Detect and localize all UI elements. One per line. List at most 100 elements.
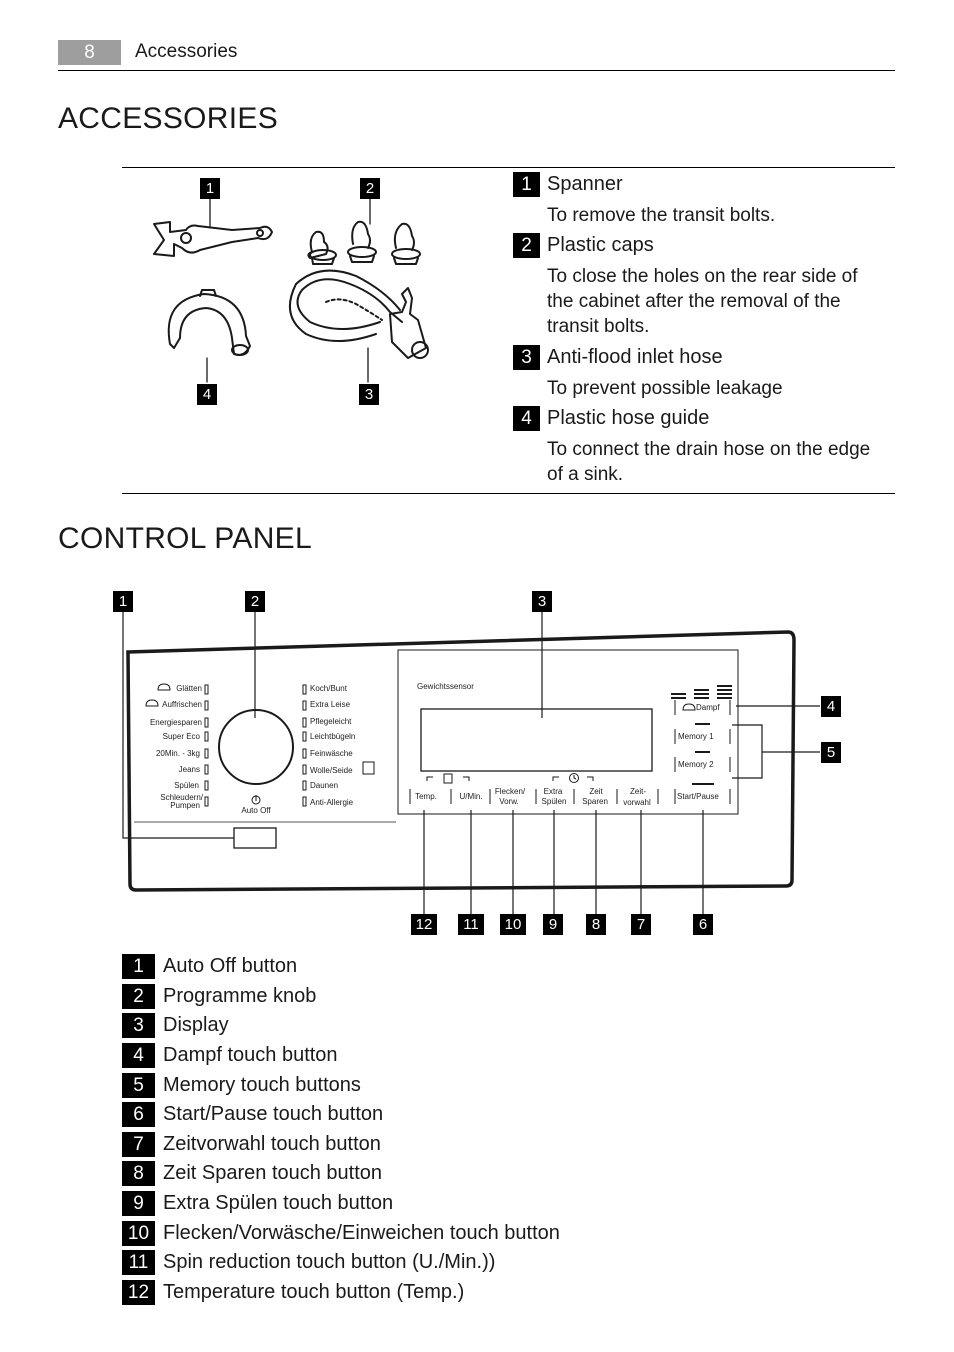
legend-row: 7 Zeitvorwahl touch button bbox=[122, 1130, 560, 1160]
programme-label: Super Eco bbox=[163, 732, 201, 741]
stain-button-label-2[interactable]: Vorw. bbox=[499, 797, 519, 806]
accessory-description: To close the holes on the rear side of t… bbox=[547, 266, 858, 337]
legend-label: Flecken/Vorwäsche/Einweichen touch butto… bbox=[163, 1221, 560, 1244]
control-panel-heading: CONTROL PANEL bbox=[58, 522, 312, 555]
accessory-number: 2 bbox=[513, 233, 540, 258]
legend-number: 3 bbox=[122, 1013, 155, 1039]
legend-label: Temperature touch button (Temp.) bbox=[163, 1280, 465, 1303]
legend-row: 4 Dampf touch button bbox=[122, 1041, 560, 1071]
legend-number: 4 bbox=[122, 1043, 155, 1069]
hose-guide-icon bbox=[167, 289, 251, 356]
temp-button-label[interactable]: Temp. bbox=[415, 792, 437, 801]
accessories-bottom-rule bbox=[122, 493, 895, 494]
time-save-button-label-2[interactable]: Sparen bbox=[582, 797, 608, 806]
legend-row: 3 Display bbox=[122, 1011, 560, 1041]
header-rule bbox=[58, 70, 895, 71]
control-panel-diagram: Auto Off Glätten Auffrischen Energiespar… bbox=[122, 612, 820, 914]
delay-start-button-label[interactable]: Zeit- bbox=[630, 787, 646, 796]
programme-label: Daunen bbox=[310, 781, 338, 790]
legend-label: Extra Spülen touch button bbox=[163, 1192, 394, 1215]
programme-label: Auffrischen bbox=[162, 700, 202, 709]
delay-start-button-label-2[interactable]: vorwahl bbox=[623, 798, 651, 807]
programme-label: Leichtbügeln bbox=[310, 732, 355, 741]
panel-callout-6: 6 bbox=[693, 914, 713, 935]
auto-off-button[interactable] bbox=[233, 827, 277, 849]
programme-label: Energiesparen bbox=[150, 718, 202, 727]
legend-label: Display bbox=[163, 1014, 229, 1037]
extra-rinse-button-label-2[interactable]: Spülen bbox=[542, 797, 567, 806]
legend-number: 8 bbox=[122, 1161, 155, 1187]
accessory-description: To remove the transit bolts. bbox=[547, 205, 776, 226]
stain-button-label[interactable]: Flecken/ bbox=[495, 787, 526, 796]
programme-label: Pflegeleicht bbox=[310, 717, 352, 726]
wool-icon bbox=[362, 761, 375, 775]
memory-2-button-label[interactable]: Memory 2 bbox=[678, 760, 714, 769]
legend-label: Auto Off button bbox=[163, 955, 298, 978]
time-save-button-label[interactable]: Zeit bbox=[589, 787, 603, 796]
legend-label: Zeitvorwahl touch button bbox=[163, 1132, 381, 1155]
dampf-button-label[interactable]: Dampf bbox=[696, 703, 720, 712]
spin-button-label[interactable]: U/Min. bbox=[459, 792, 482, 801]
panel-callout-2: 2 bbox=[245, 591, 265, 612]
legend-row: 2 Programme knob bbox=[122, 982, 560, 1012]
accessory-name: Plastic caps bbox=[547, 234, 654, 256]
panel-callout-10: 10 bbox=[500, 914, 526, 935]
legend-row: 10 Flecken/Vorwäsche/Einweichen touch but… bbox=[122, 1218, 560, 1248]
image-callout-1: 1 bbox=[200, 178, 220, 199]
programme-label: 20Min. - 3kg bbox=[156, 749, 200, 758]
programme-knob[interactable] bbox=[218, 709, 294, 785]
lock-icon bbox=[443, 773, 453, 784]
legend-number: 11 bbox=[122, 1250, 155, 1276]
legend-number: 5 bbox=[122, 1072, 155, 1098]
control-panel-legend: 1 Auto Off button 2 Programme knob 3 Displa… bbox=[122, 952, 560, 1307]
inlet-hose-icon bbox=[288, 269, 429, 359]
panel-callout-12: 12 bbox=[411, 914, 437, 935]
programme-label: Jeans bbox=[179, 765, 200, 774]
memory-1-button-label[interactable]: Memory 1 bbox=[678, 732, 714, 741]
accessory-description: To connect the drain hose on the edge of… bbox=[547, 439, 871, 485]
accessory-number: 3 bbox=[513, 345, 540, 370]
legend-number: 9 bbox=[122, 1191, 155, 1217]
display-label: Gewichtssensor bbox=[417, 682, 474, 691]
extra-rinse-button-label[interactable]: Extra bbox=[544, 787, 563, 796]
programme-label: Feinwäsche bbox=[310, 749, 353, 758]
programme-label: Wolle/Seide bbox=[310, 766, 353, 775]
legend-number: 7 bbox=[122, 1131, 155, 1157]
legend-number: 2 bbox=[122, 983, 155, 1009]
programme-label: Schleudern/ bbox=[160, 793, 203, 802]
panel-callout-9: 9 bbox=[543, 914, 563, 935]
dampf-steam-icon bbox=[682, 703, 696, 711]
legend-label: Dampf touch button bbox=[163, 1044, 338, 1067]
legend-row: 1 Auto Off button bbox=[122, 952, 560, 982]
legend-label: Start/Pause touch button bbox=[163, 1103, 384, 1126]
legend-label: Programme knob bbox=[163, 984, 317, 1007]
panel-callout-11: 11 bbox=[458, 914, 484, 935]
legend-number: 10 bbox=[122, 1220, 155, 1246]
legend-number: 6 bbox=[122, 1102, 155, 1128]
legend-row: 6 Start/Pause touch button bbox=[122, 1100, 560, 1130]
start-pause-button-label[interactable]: Start/Pause bbox=[677, 792, 719, 801]
image-callout-2: 2 bbox=[360, 178, 380, 199]
accessories-heading: ACCESSORIES bbox=[58, 102, 279, 135]
panel-callout-7: 7 bbox=[631, 914, 651, 935]
programme-label: Spülen bbox=[174, 781, 199, 790]
accessory-name: Spanner bbox=[547, 173, 623, 195]
accessories-illustration bbox=[153, 197, 429, 383]
image-callout-3: 3 bbox=[359, 384, 379, 405]
accessory-name: Anti-flood inlet hose bbox=[547, 346, 723, 368]
panel-callout-3: 3 bbox=[532, 591, 552, 612]
legend-number: 1 bbox=[122, 954, 155, 980]
panel-callout-8: 8 bbox=[586, 914, 606, 935]
header-section-title: Accessories bbox=[135, 41, 238, 62]
panel-callout-1: 1 bbox=[113, 591, 133, 612]
legend-row: 9 Extra Spülen touch button bbox=[122, 1189, 560, 1219]
steam-icon bbox=[157, 683, 171, 691]
display-screen bbox=[420, 708, 653, 772]
control-area-frame bbox=[397, 649, 739, 815]
accessory-item-plastic-caps: 2 Plastic caps To close the holes on the … bbox=[513, 233, 893, 339]
